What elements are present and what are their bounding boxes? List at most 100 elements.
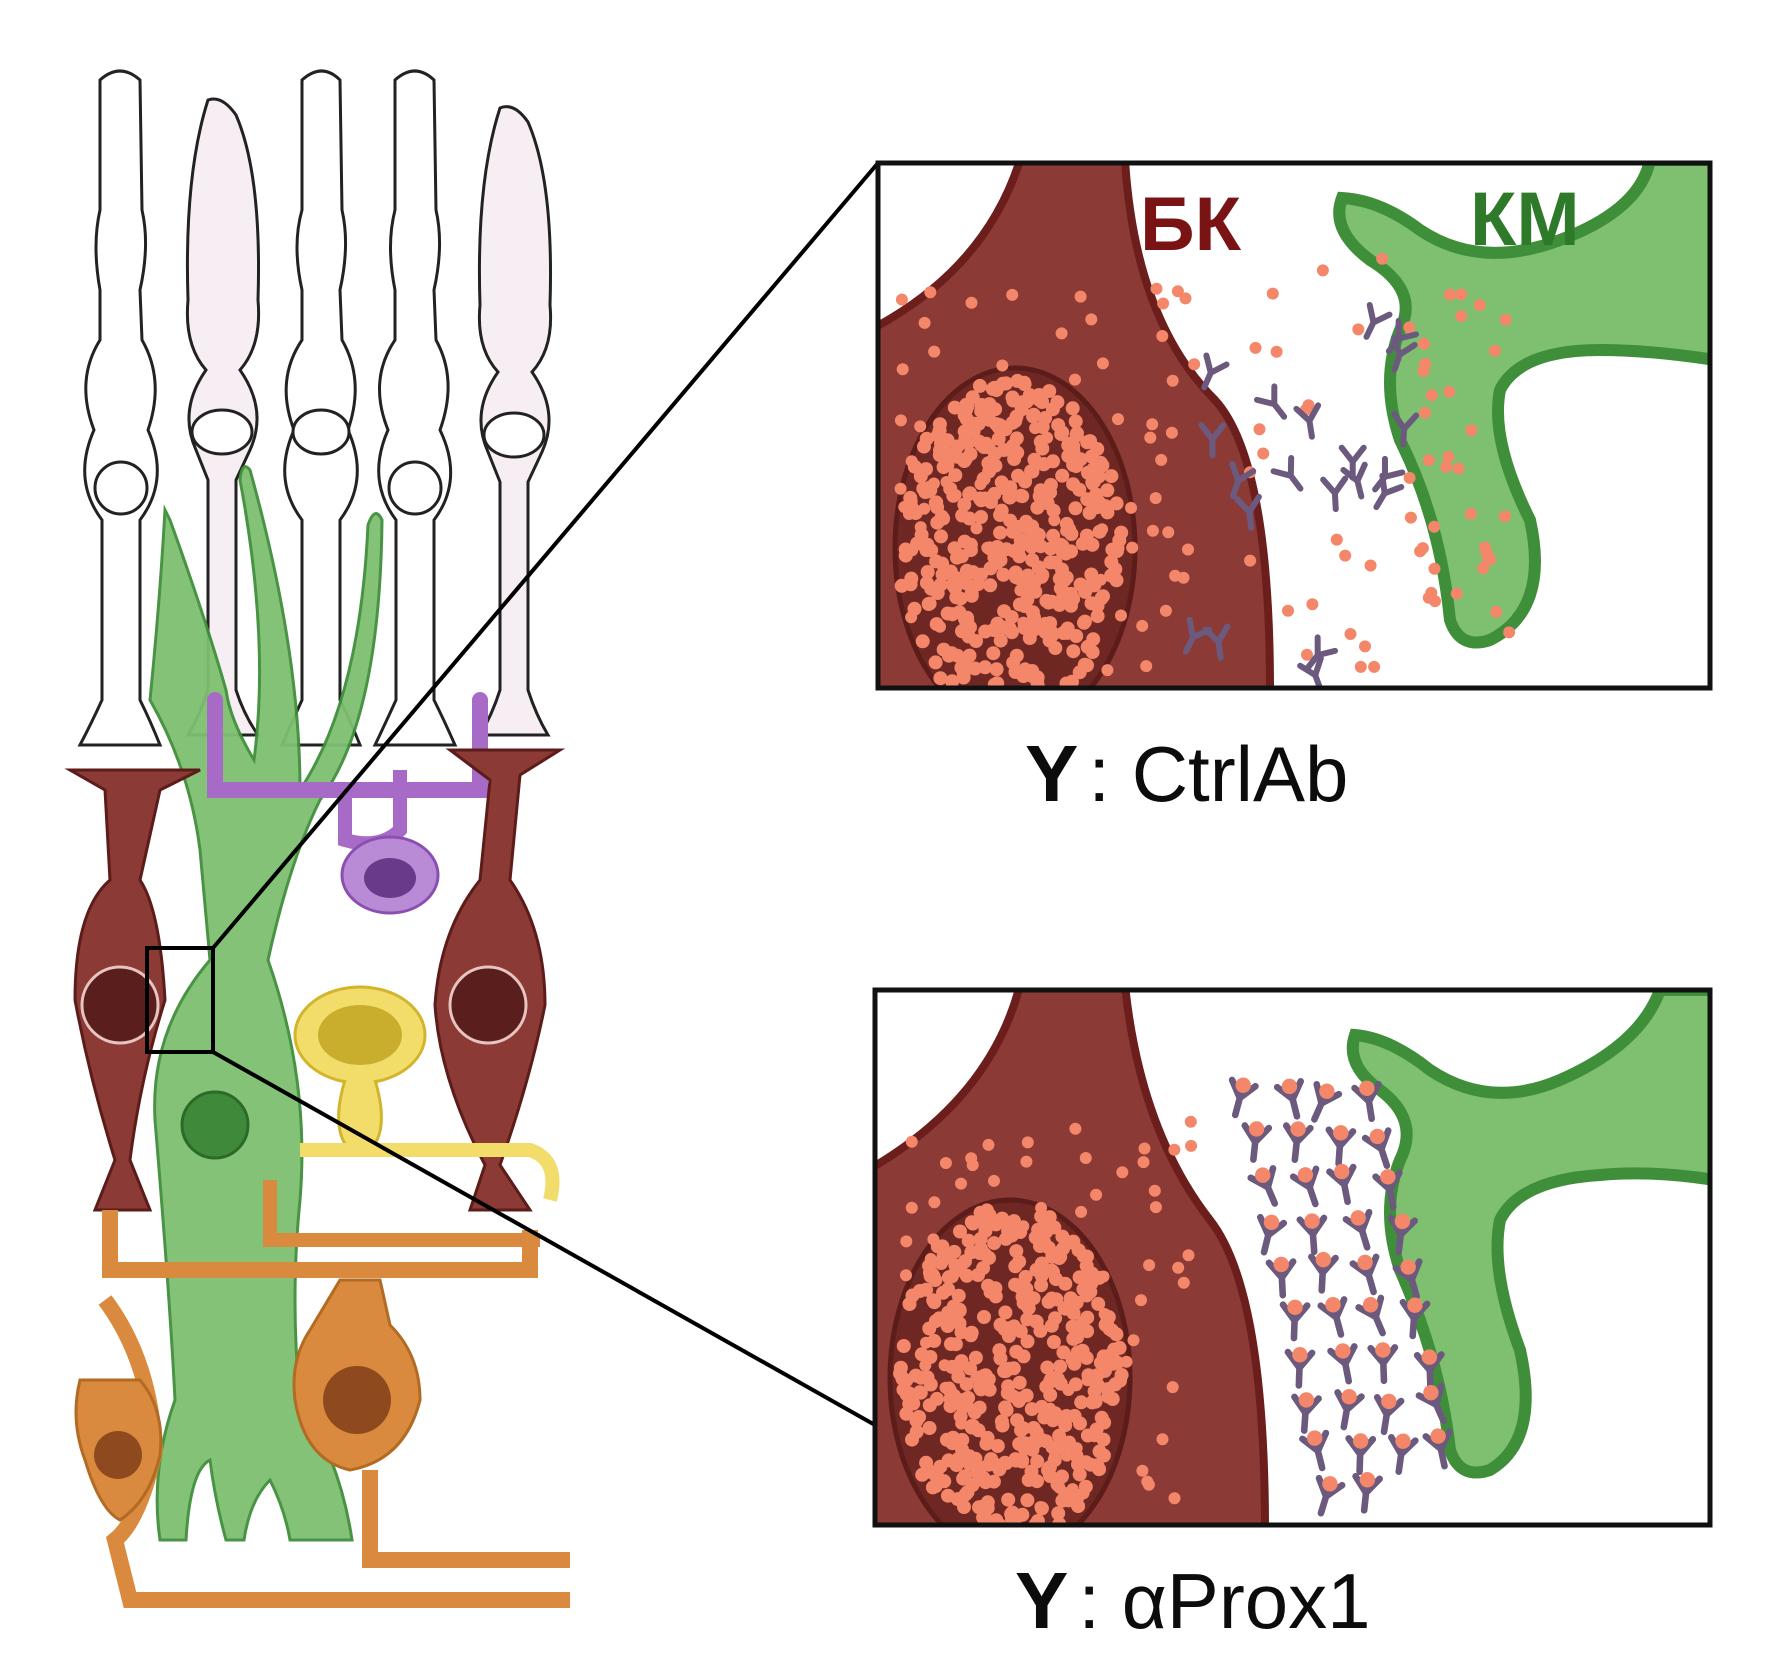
antibody-icon: [1327, 1343, 1358, 1385]
protein-dot: [905, 1201, 918, 1214]
protein-dot: [934, 620, 946, 633]
protein-dot: [1008, 414, 1023, 428]
protein-dot: [984, 454, 999, 469]
protein-dot: [1465, 424, 1478, 437]
protein-dot: [1066, 457, 1081, 472]
protein-dot: [922, 1421, 937, 1435]
antibody-icon: [1299, 1429, 1330, 1472]
protein-dot: [974, 510, 988, 524]
protein-dot: [1036, 487, 1048, 500]
protein-dot: [1056, 1241, 1070, 1256]
protein-dot: [927, 477, 940, 490]
protein-dot: [924, 286, 937, 299]
antibody-icon: [1340, 461, 1368, 500]
protein-dot: [1105, 542, 1120, 557]
protein-dot: [1034, 1501, 1047, 1513]
protein-dot: [1086, 478, 1099, 491]
protein-dot: [1081, 1288, 1094, 1301]
protein-dot: [1069, 1295, 1084, 1310]
protein-dot: [980, 1430, 995, 1445]
protein-dot: [1354, 660, 1367, 673]
antibody-icon: [1352, 1472, 1383, 1514]
antibody-icon: [1202, 623, 1231, 661]
protein-dot: [1089, 487, 1104, 502]
protein-dot: [1017, 616, 1030, 629]
protein-dot: [991, 431, 1006, 446]
protein-dot: [955, 508, 970, 523]
protein-dot: [1001, 701, 1015, 715]
protein-dot: [1026, 1421, 1041, 1435]
rod-cell-1: [77, 69, 163, 747]
antibody-icon: [1334, 1389, 1365, 1431]
protein-dot: [1125, 501, 1137, 514]
protein-dot: [1282, 604, 1294, 617]
protein-dot: [1112, 413, 1124, 426]
inset-frame: [875, 160, 1713, 691]
protein-dot: [1127, 1334, 1140, 1347]
antibody-icon: [1256, 1213, 1288, 1256]
protein-dot: [1499, 313, 1512, 326]
protein-dot: [1086, 632, 1101, 647]
protein-dot: [993, 525, 1008, 540]
protein-dot: [1034, 569, 1049, 584]
prox1-antibodies: [1228, 1076, 1453, 1517]
protein-dot: [975, 1499, 990, 1514]
protein-dot: [920, 1336, 932, 1349]
protein-dot: [993, 553, 1008, 568]
protein-dot: [1428, 520, 1441, 533]
protein-dot: [919, 1455, 934, 1470]
protein-dot: [990, 1439, 1005, 1453]
protein-dot: [1090, 442, 1105, 456]
protein-dot: [1011, 468, 1025, 483]
protein-dot: [1090, 500, 1105, 515]
protein-dot: [1480, 546, 1493, 559]
protein-dot: [1079, 1350, 1094, 1365]
protein-dot: [900, 1269, 912, 1282]
protein-dot: [1489, 344, 1501, 357]
protein-dot: [1024, 464, 1039, 479]
antibody-icon: Y: [1025, 729, 1079, 818]
protein-dot: [1028, 1314, 1043, 1329]
protein-dot: [1179, 292, 1192, 305]
protein-dot: [1087, 1384, 1102, 1399]
protein-dot: [1144, 431, 1157, 444]
protein-dot: [1316, 264, 1329, 277]
antibody-icon: [1317, 1296, 1348, 1338]
protein-dot: [999, 542, 1014, 557]
antibody-icon: [1373, 1393, 1405, 1436]
protein-dot: [1015, 395, 1030, 410]
protein-dot: [970, 1370, 985, 1385]
protein-dot: [1090, 1188, 1103, 1201]
protein-dot: [963, 543, 978, 558]
protein-dot: [978, 660, 993, 675]
protein-dot: [998, 1305, 1013, 1320]
protein-dot: [1143, 1259, 1156, 1272]
protein-dot: [1061, 436, 1076, 451]
cone-cell-1: [185, 97, 261, 737]
protein-dot: [1072, 1467, 1087, 1482]
protein-dot: [1024, 1402, 1039, 1417]
protein-dot: [1046, 454, 1060, 469]
protein-dot: [1429, 595, 1441, 608]
protein-dot: [1137, 1156, 1150, 1169]
protein-dot: [941, 648, 956, 663]
protein-dot: [943, 1432, 956, 1445]
protein-dot: [896, 363, 909, 376]
protein-dot: [1059, 676, 1074, 688]
protein-dot: [1452, 462, 1465, 475]
protein-dot: [983, 578, 998, 593]
protein-dot: [1149, 1201, 1162, 1214]
protein-dot: [896, 1339, 911, 1353]
protein-dot: [974, 478, 987, 491]
protein-dot: [955, 1177, 967, 1190]
protein-dot: [1041, 431, 1054, 444]
protein-dot: [1165, 426, 1178, 439]
protein-dot: [968, 1451, 983, 1466]
protein-dot: [905, 1135, 918, 1148]
protein-dot: [945, 674, 960, 688]
protein-dot: [1185, 1139, 1198, 1152]
protein-dot: [1270, 345, 1283, 358]
amacrine-cell: [293, 985, 560, 1202]
protein-dot: [1093, 1355, 1108, 1370]
protein-dot: [976, 1510, 991, 1525]
